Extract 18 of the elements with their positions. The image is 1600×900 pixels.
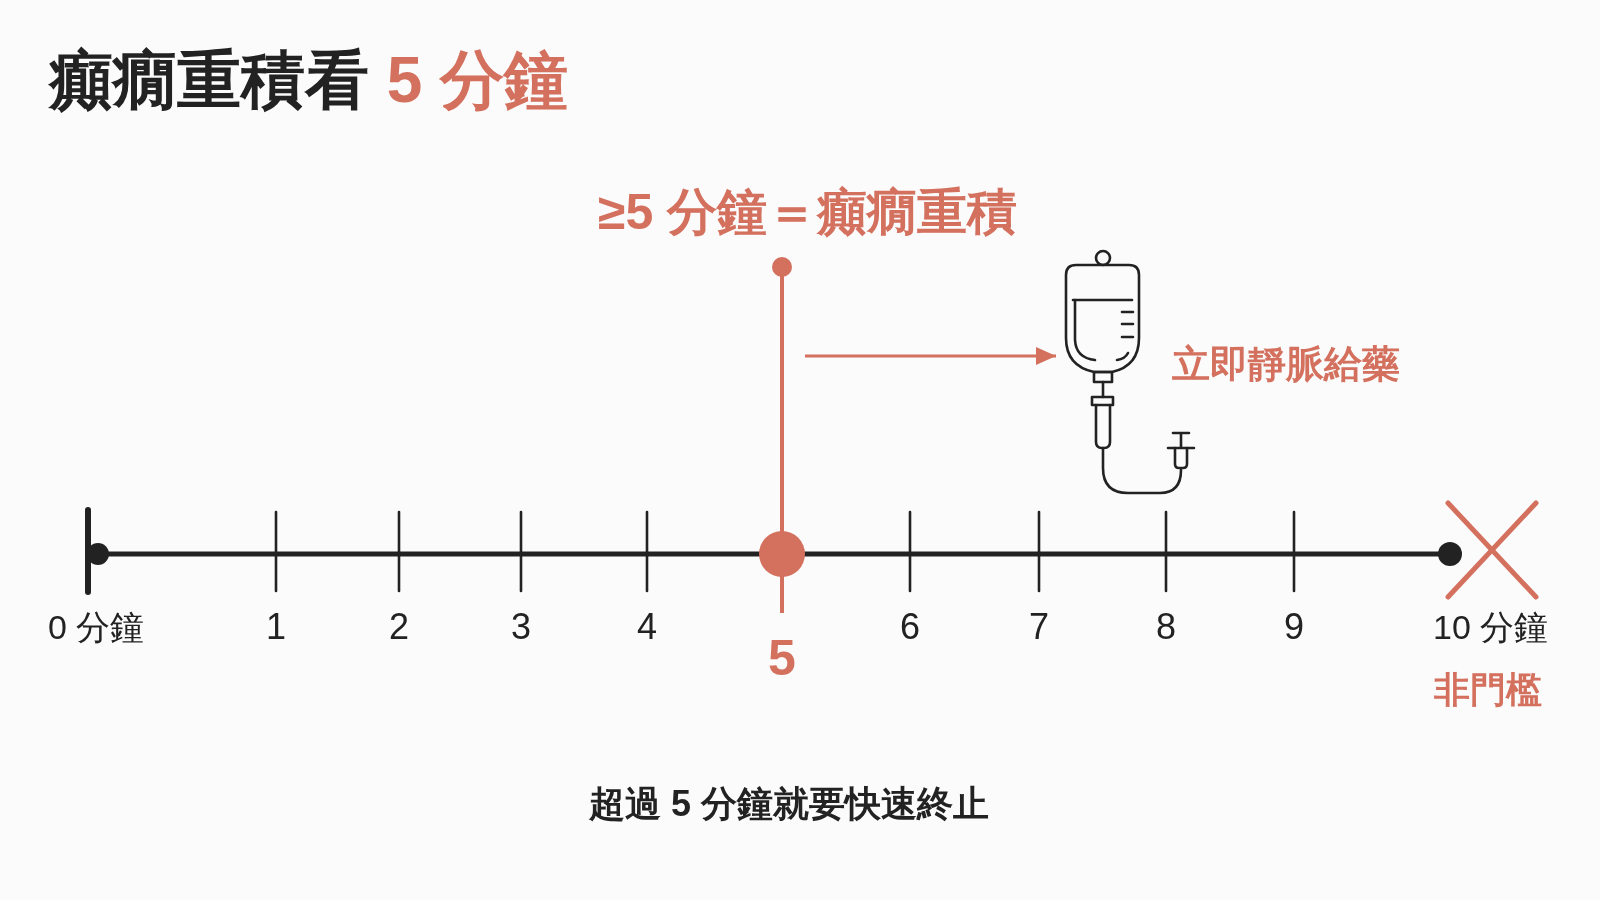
tick-label: 2 bbox=[389, 609, 409, 645]
arrow bbox=[805, 347, 1056, 365]
tick-label: 1 bbox=[266, 609, 286, 645]
tick-label: 9 bbox=[1284, 609, 1304, 645]
tick-label: 7 bbox=[1029, 609, 1049, 645]
threshold-label: ≥5 分鐘＝癲癇重積 bbox=[598, 187, 1018, 237]
tick-label: 0 分鐘 bbox=[48, 610, 145, 644]
note-label: 非門檻 bbox=[1434, 672, 1542, 708]
page-title: 癲癇重積看 5 分鐘 bbox=[49, 48, 569, 112]
tick-label: 8 bbox=[1156, 609, 1176, 645]
tick-label: 10 分鐘 bbox=[1433, 610, 1549, 644]
caption-text: 超過 5 分鐘就要快速終止 bbox=[589, 786, 989, 822]
tick-label: 4 bbox=[637, 609, 657, 645]
threshold-marker bbox=[759, 257, 805, 615]
tick-label: 3 bbox=[511, 609, 531, 645]
tick-label: 5 bbox=[768, 633, 796, 683]
side-label: 立即靜脈給藥 bbox=[1172, 345, 1400, 383]
tick-label: 6 bbox=[900, 609, 920, 645]
